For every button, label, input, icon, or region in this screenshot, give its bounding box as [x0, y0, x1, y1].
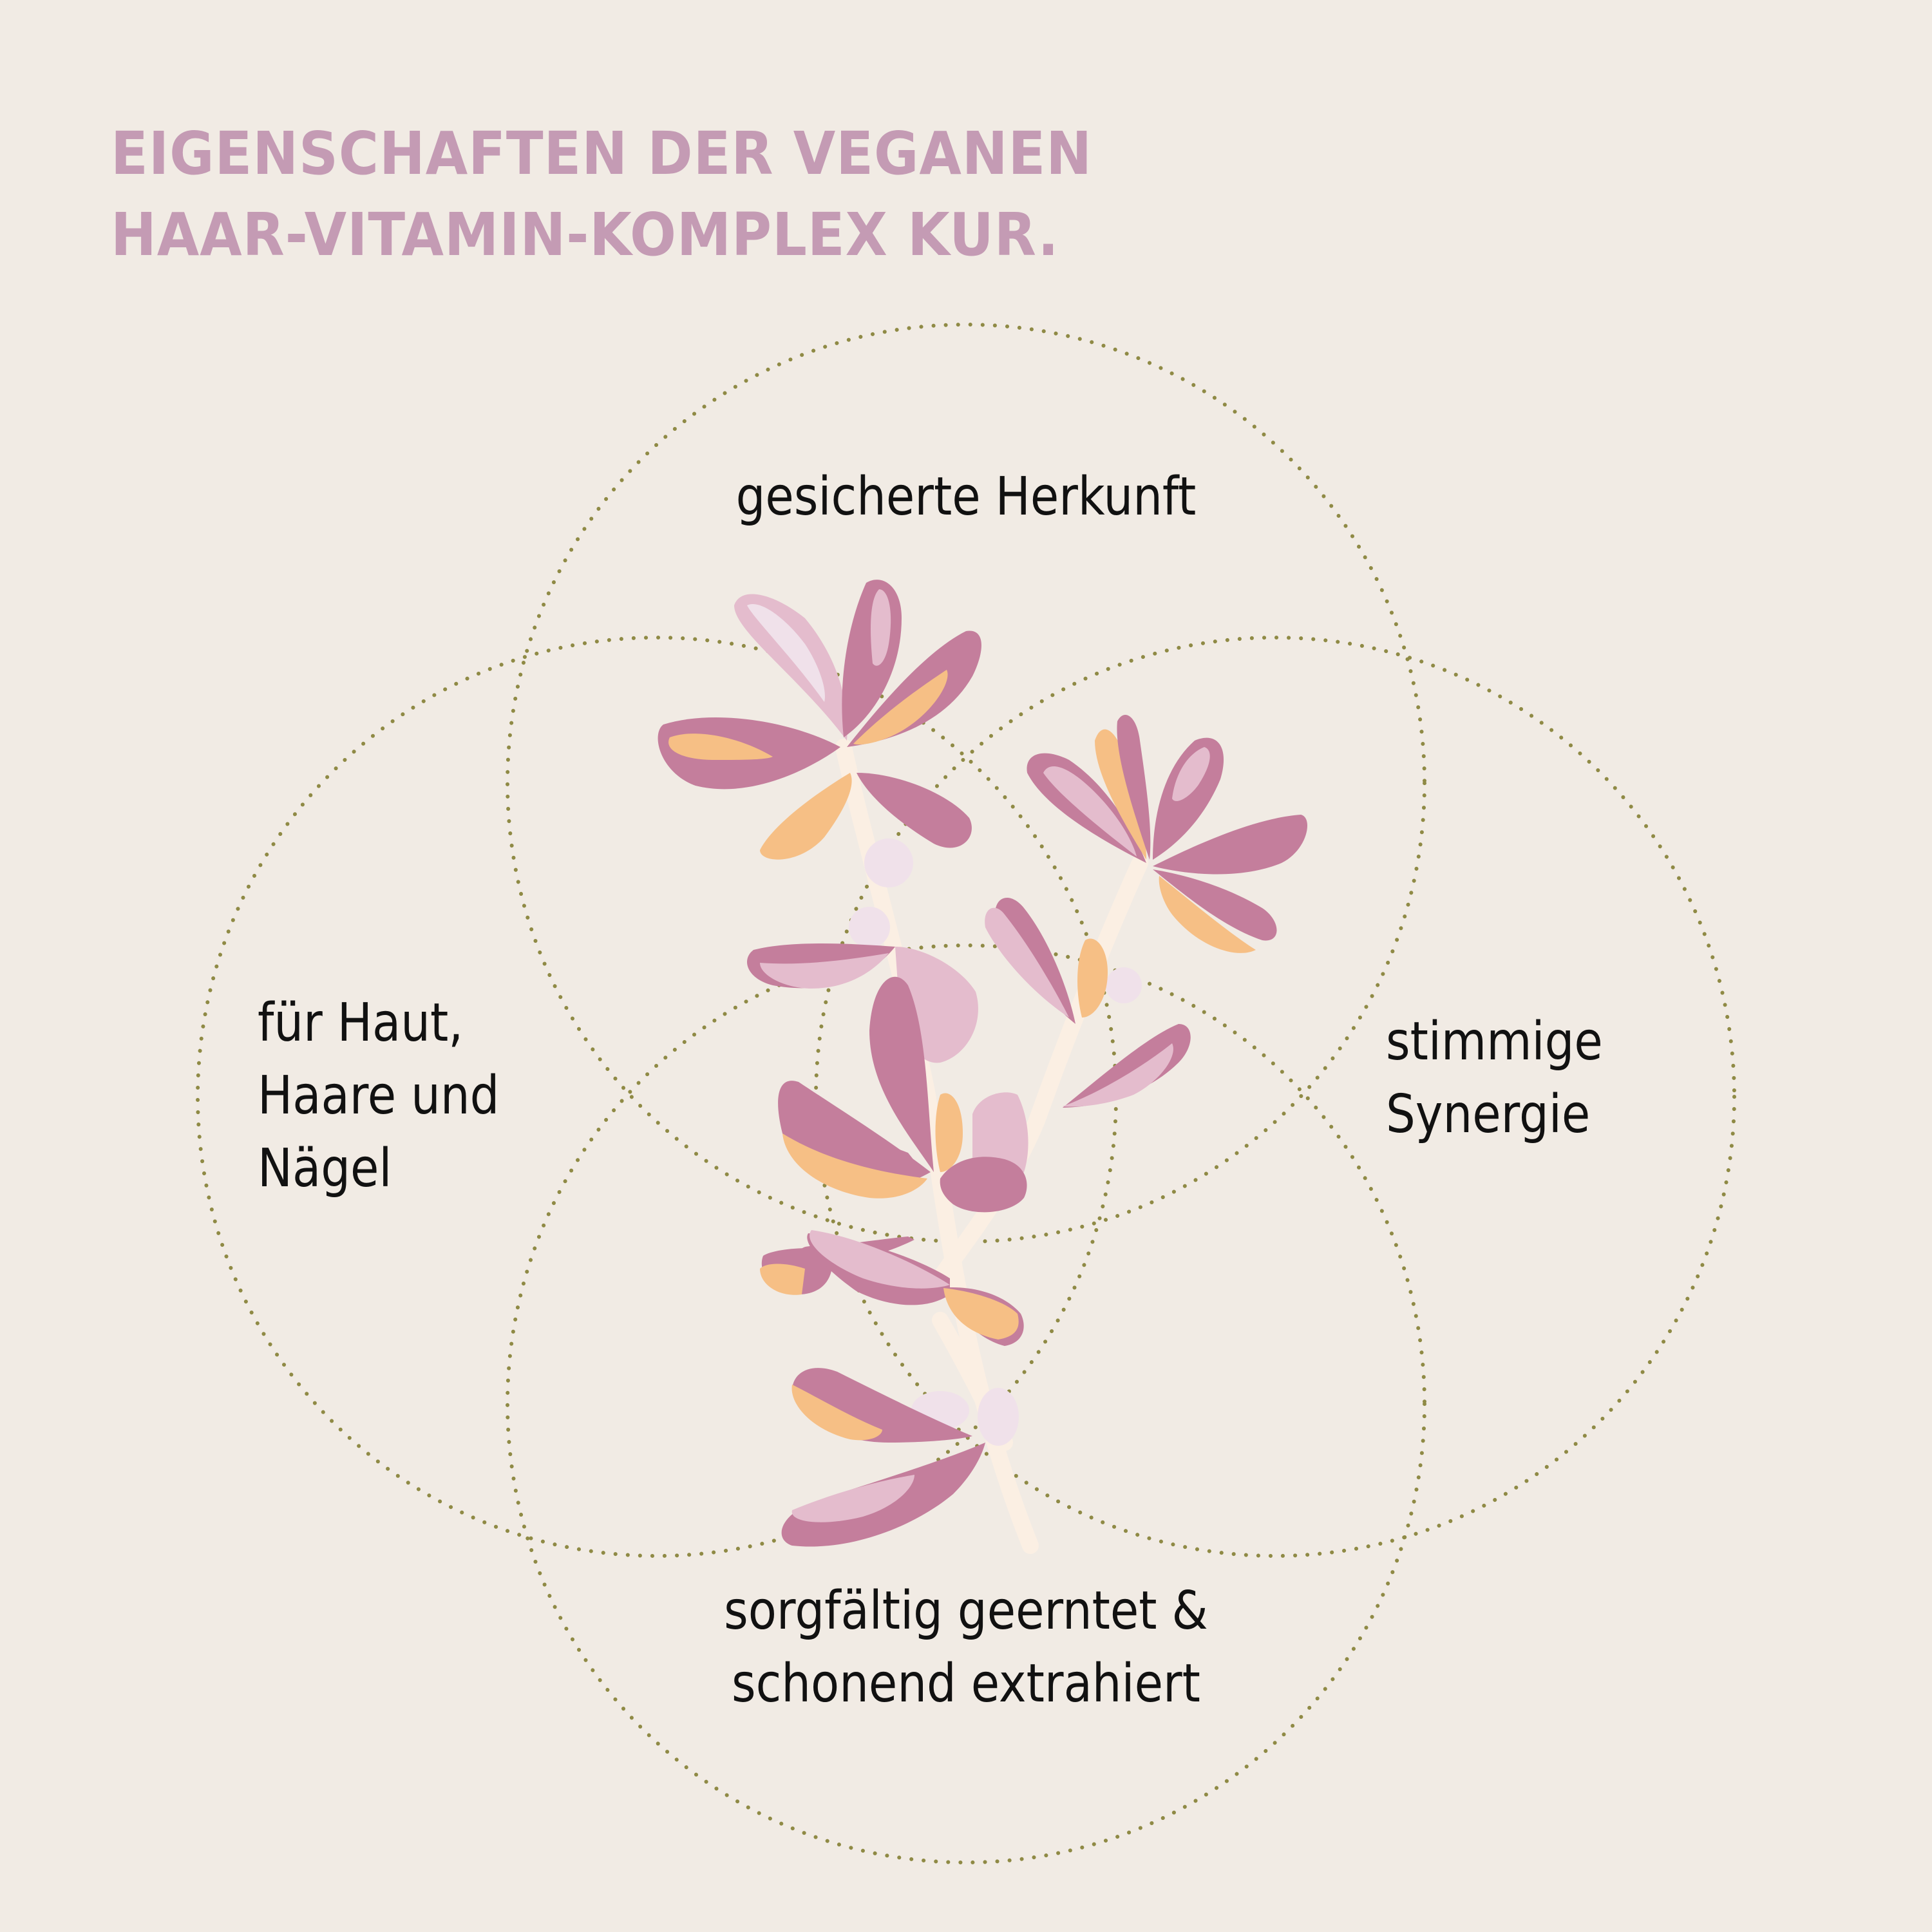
venn-label-left: für Haut, Haare und Nägel: [258, 987, 499, 1205]
venn-circle-top: [506, 323, 1426, 1244]
venn-label-bottom-line-1: sorgfältig geerntet &: [724, 1580, 1208, 1642]
title-line-1: EIGENSCHAFTEN DER VEGANEN: [111, 119, 1093, 188]
flower-branch-illustration: [658, 580, 1307, 1554]
venn-label-top: gesicherte Herkunft: [683, 460, 1249, 533]
venn-label-bottom: sorgfältig geerntet & schonend extrahier…: [683, 1575, 1249, 1720]
venn-label-left-line-2: Haare und: [258, 1065, 500, 1126]
page-title: EIGENSCHAFTEN DER VEGANEN HAAR-VITAMIN-K…: [111, 113, 1092, 276]
venn-label-right-line-2: Synergie: [1386, 1084, 1591, 1145]
venn-label-left-line-3: Nägel: [258, 1138, 392, 1199]
venn-label-right: stimmige Synergie: [1386, 1005, 1603, 1151]
title-line-2: HAAR-VITAMIN-KOMPLEX KUR.: [111, 200, 1059, 269]
venn-label-left-line-1: für Haut,: [258, 992, 464, 1054]
venn-circle-bottom: [506, 943, 1426, 1864]
venn-label-top-line-1: gesicherte Herkunft: [735, 466, 1197, 527]
venn-circle-right: [814, 636, 1736, 1558]
venn-label-bottom-line-2: schonend extrahiert: [732, 1653, 1200, 1714]
venn-label-right-line-1: stimmige: [1386, 1011, 1603, 1072]
